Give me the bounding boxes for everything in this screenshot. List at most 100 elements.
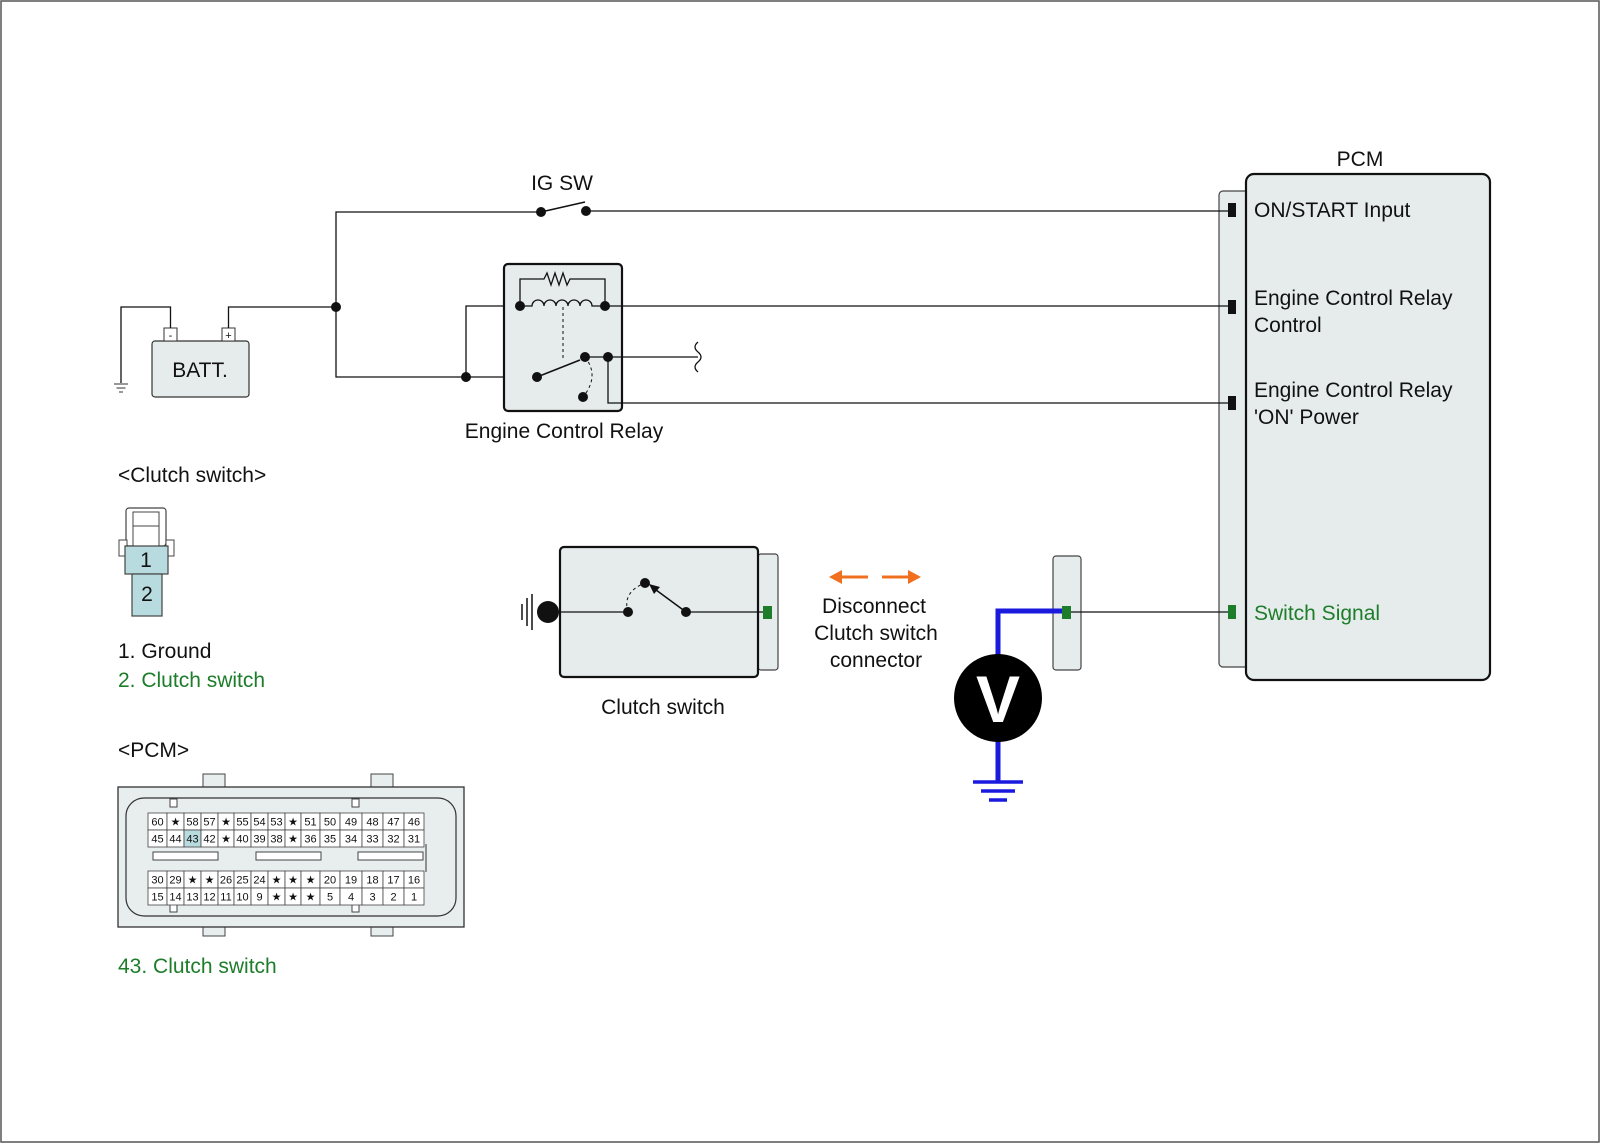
pcm-pin-unused-star-icon: ★ bbox=[272, 892, 282, 904]
ig-switch-blade bbox=[540, 201, 586, 213]
pcm-pin-unused-star-icon: ★ bbox=[188, 875, 198, 887]
pcm-pin-label: 54 bbox=[253, 817, 265, 829]
pcm-connector-face bbox=[117, 773, 465, 937]
pcm-label-on-start: ON/START Input bbox=[1254, 199, 1411, 222]
pcm-pin-label: 60 bbox=[151, 817, 163, 829]
pcm-pin-label: 16 bbox=[408, 875, 420, 887]
instruction-line-1: Disconnect bbox=[822, 595, 926, 618]
battery-ground-icon bbox=[114, 383, 128, 393]
pcm-pin-label: 11 bbox=[220, 892, 231, 904]
pcm-label-relay-power-1: Engine Control Relay bbox=[1254, 379, 1453, 402]
pcm-connector-strip bbox=[1218, 190, 1250, 668]
pcm-pin-label: 51 bbox=[304, 817, 316, 829]
instruction-line-3: connector bbox=[830, 649, 922, 672]
pcm-pin-label: 5 bbox=[327, 892, 333, 904]
voltmeter-ground-icon bbox=[973, 780, 1023, 802]
pcm-label-relay-control-1: Engine Control Relay bbox=[1254, 287, 1453, 310]
pcm-pin-label: 12 bbox=[203, 892, 215, 904]
pcm-pin-label: 48 bbox=[366, 817, 378, 829]
pcm-pin-label: 25 bbox=[236, 875, 248, 887]
pcm-pin-label: 3 bbox=[369, 892, 375, 904]
pcm-pin-unused-star-icon: ★ bbox=[306, 875, 316, 887]
clutch-connector-face bbox=[118, 507, 175, 617]
pcm-pin-label: 17 bbox=[387, 875, 399, 887]
pcm-pin-label: 44 bbox=[169, 834, 181, 846]
clutch-switch-label: Clutch switch bbox=[601, 696, 725, 719]
battery-label: BATT. bbox=[172, 359, 228, 382]
pcm-pin-label: 57 bbox=[203, 817, 215, 829]
pcm-pin-label: 39 bbox=[253, 834, 265, 846]
pcm-pin-label: 40 bbox=[236, 834, 248, 846]
pcm-pin-label: 30 bbox=[151, 875, 163, 887]
relay-label: Engine Control Relay bbox=[465, 420, 664, 443]
pcm-label-switch-signal: Switch Signal bbox=[1254, 602, 1380, 625]
pcm-view-legend: 43. Clutch switch bbox=[118, 955, 277, 978]
pcm-pin-label: 35 bbox=[324, 834, 336, 846]
instruction-line-2: Clutch switch bbox=[814, 622, 938, 645]
pcm-pin-unused-star-icon: ★ bbox=[221, 834, 231, 846]
clutch-switch-pin bbox=[763, 606, 772, 619]
relay-power-wire bbox=[607, 357, 1228, 404]
pcm-pin-switch-signal bbox=[1228, 605, 1236, 619]
pcm-pin-unused-star-icon: ★ bbox=[272, 875, 282, 887]
ig-feed-wire bbox=[335, 211, 540, 307]
pcm-pin-label: 34 bbox=[345, 834, 357, 846]
pcm-pin-label: 55 bbox=[236, 817, 248, 829]
battery-positive-wire bbox=[227, 306, 336, 328]
pcm-pin-label: 20 bbox=[324, 875, 336, 887]
clutch-view-title: <Clutch switch> bbox=[118, 464, 266, 487]
relay-coil bbox=[520, 299, 605, 307]
clutch-pin-1: 1 bbox=[140, 549, 152, 572]
pcm-view-title: <PCM> bbox=[118, 739, 189, 762]
pcm-pin-label: 15 bbox=[151, 892, 163, 904]
pcm-pin-relay-power bbox=[1228, 396, 1236, 410]
clutch-contact-blade bbox=[651, 586, 687, 613]
clutch-pin-2: 2 bbox=[141, 583, 153, 606]
pcm-pin-label: 9 bbox=[256, 892, 262, 904]
pcm-pin-cell bbox=[403, 887, 425, 906]
pcm-pin-label: 38 bbox=[270, 834, 282, 846]
pcm-pin-cell bbox=[403, 829, 425, 848]
pcm-pin-unused-star-icon: ★ bbox=[306, 892, 316, 904]
pcm-pin-label: 19 bbox=[345, 875, 357, 887]
wire-break-icon bbox=[694, 341, 702, 373]
pcm-pin-relay-control bbox=[1228, 300, 1236, 314]
pcm-pin-unused-star-icon: ★ bbox=[288, 834, 298, 846]
pcm-pin-label: 26 bbox=[220, 875, 232, 887]
pcm-pin-on-start bbox=[1228, 203, 1236, 217]
pcm-pin-label: 32 bbox=[387, 834, 399, 846]
pcm-pin-unused-star-icon: ★ bbox=[171, 817, 181, 829]
pcm-pin-label: 4 bbox=[348, 892, 354, 904]
relay-coil-feed-wire bbox=[465, 305, 520, 377]
clutch-blade-arrow-icon bbox=[649, 584, 660, 594]
pcm-pin-label: 47 bbox=[387, 817, 399, 829]
pcm-pin-label: 49 bbox=[345, 817, 357, 829]
pcm-pin-label: 53 bbox=[270, 817, 282, 829]
relay-resistor bbox=[519, 270, 606, 306]
disconnect-arrows-icon bbox=[829, 570, 921, 584]
pcm-label-relay-control-2: Control bbox=[1254, 314, 1322, 337]
battery-pos-sign: + bbox=[225, 330, 231, 342]
pcm-pin-label: 10 bbox=[236, 892, 248, 904]
pcm-pin-label: 46 bbox=[408, 817, 420, 829]
pcm-pin-label: 42 bbox=[203, 834, 215, 846]
pcm-pin-label: 29 bbox=[169, 875, 181, 887]
pcm-pin-label: 2 bbox=[390, 892, 396, 904]
battery bbox=[151, 340, 250, 398]
pcm-pin-label: 36 bbox=[304, 834, 316, 846]
pcm-pin-label: 45 bbox=[151, 834, 163, 846]
battery-ground-wire bbox=[120, 306, 172, 383]
voltmeter-probe-wire bbox=[995, 608, 1062, 655]
ig-switch-label: IG SW bbox=[531, 172, 593, 195]
pcm-label-relay-power-2: 'ON' Power bbox=[1254, 406, 1359, 429]
pcm-pin-unused-star-icon: ★ bbox=[288, 817, 298, 829]
pcm-pin-label: 43 bbox=[186, 834, 198, 846]
pcm-pin-unused-star-icon: ★ bbox=[288, 892, 298, 904]
clutch-legend-1: 1. Ground bbox=[118, 640, 211, 663]
harness-connector-pin bbox=[1062, 606, 1071, 619]
voltmeter bbox=[954, 654, 1042, 742]
pcm-pin-label: 14 bbox=[169, 892, 181, 904]
